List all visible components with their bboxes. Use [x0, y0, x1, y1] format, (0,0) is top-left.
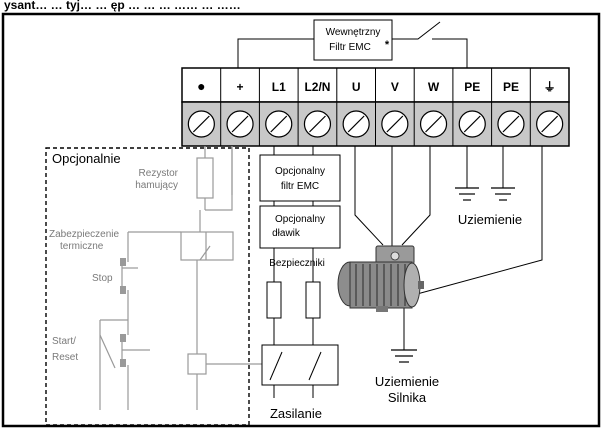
terminal-pe-1-screw-slot: [463, 115, 481, 133]
optional-contacts: [120, 258, 126, 367]
terminal-u-screw-slot: [347, 115, 365, 133]
internal-filter-line2: Filtr EMC: [329, 42, 371, 53]
terminal-dc-plus-label: +: [237, 80, 244, 94]
motor-icon: [337, 245, 424, 312]
terminal-l2n-label: L2/N: [304, 80, 330, 94]
ground-label: Uziemienie: [458, 212, 522, 227]
start-reset-label-1: Start/: [52, 336, 76, 347]
terminal-pe-2-label: PE: [503, 80, 519, 94]
outer-frame: [1, 12, 601, 428]
terminal-u-label: U: [352, 80, 361, 94]
ground-symbol-1: [455, 187, 479, 201]
optional-dashed-box: [45, 147, 250, 426]
brake-resistor-label-1: Rezystor: [139, 168, 179, 179]
filter-link-left: [237, 38, 314, 68]
stop-contact-bottom: [120, 286, 126, 294]
emc-filter-label-1: Opcjonalny: [275, 166, 325, 177]
header-strip: [0, 0, 602, 12]
stop-label: Stop: [92, 273, 113, 284]
choke-label-1: Opcjonalny: [275, 214, 325, 225]
terminal-pe-1-label: PE: [464, 80, 480, 94]
thermal-protection-label-2: termiczne: [60, 241, 104, 252]
terminals: ● + L1 L2/N U V W PE PE ⏚: [187, 68, 564, 146]
motor-ground-label-2: Silnika: [388, 390, 427, 405]
optional-title: Opcjonalnie: [52, 151, 121, 166]
terminal-earth-screw-slot: [541, 115, 559, 133]
stop-contact-top: [120, 258, 126, 266]
internal-filter-asterisk: *: [385, 39, 390, 51]
terminal-earth-label: ⏚: [544, 80, 556, 94]
terminal-l1-screw-slot: [270, 115, 288, 133]
terminal-w-label: W: [428, 80, 440, 94]
header-title: ysant… … tyj… … ęp … … … …… … ……: [4, 0, 241, 12]
start-reset-label-2: Reset: [52, 352, 78, 363]
motor-ground-symbol: [391, 349, 417, 363]
supply-wiring: [259, 146, 341, 398]
start-contact-top: [120, 334, 126, 342]
choke-label-2: dławik: [272, 228, 301, 239]
terminal-v-screw-slot: [386, 115, 404, 133]
motor-wiring: [354, 146, 543, 350]
fuses-label: Bezpieczniki: [269, 258, 325, 269]
terminal-dc-plus-screw-slot: [231, 115, 249, 133]
motor-ground-label-1: Uziemienie: [375, 374, 439, 389]
thermal-protection-label-1: Zabezpieczenie: [49, 229, 119, 240]
terminal-w-screw-slot: [425, 115, 442, 133]
internal-filter-line1: Wewnętrzny: [326, 27, 381, 38]
filter-link-right: [432, 38, 468, 68]
ground-symbol-2: [491, 187, 515, 201]
terminal-pe-2-screw-slot: [502, 115, 520, 133]
internal-emc-filter-box: [313, 19, 393, 61]
terminal-l1-label: L1: [272, 80, 286, 94]
optional-wiring: [99, 146, 234, 410]
brake-resistor-label-2: hamujący: [135, 180, 178, 191]
terminal-dc-minus-label: ●: [197, 78, 205, 94]
supply-label: Zasilanie: [270, 406, 322, 421]
terminal-l2n-screw-slot: [309, 115, 326, 133]
start-contact-bottom: [120, 359, 126, 367]
terminal-dc-minus-screw-slot: [192, 115, 210, 133]
emc-filter-label-2: filtr EMC: [281, 181, 319, 192]
filter-link-switch: [392, 21, 441, 40]
terminal-v-label: V: [391, 80, 399, 94]
